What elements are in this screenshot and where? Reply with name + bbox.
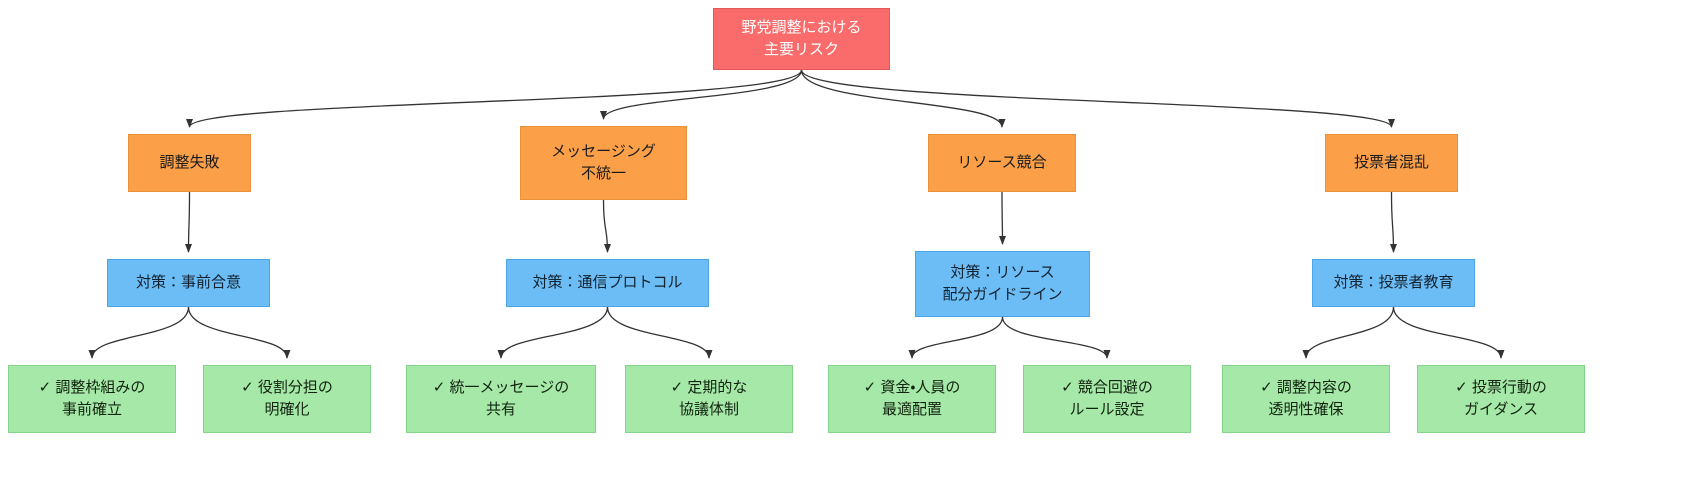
- action-node-action-role-clarification[interactable]: ✓ 役割分担の 明確化: [203, 365, 371, 433]
- edge: [908, 316, 1004, 359]
- measure-node-measure-prior-agreement[interactable]: 対策：事前合意: [107, 259, 270, 307]
- edge: [800, 69, 1006, 128]
- action-node-action-transparency[interactable]: ✓ 調整内容の 透明性確保: [1222, 365, 1390, 433]
- action-node-action-optimal-allocation[interactable]: ✓ 資金・人員の 最適配置: [828, 365, 996, 433]
- edge: [1302, 306, 1395, 359]
- edge: [800, 69, 1395, 128]
- edge: [1001, 316, 1111, 359]
- edge: [600, 69, 803, 120]
- edge: [88, 306, 190, 359]
- action-node-action-regular-consultation[interactable]: ✓ 定期的な 協議体制: [625, 365, 793, 433]
- edge: [187, 306, 291, 359]
- measure-node-measure-resource-allocation-guideline[interactable]: 対策：リソース 配分ガイドライン: [915, 251, 1090, 317]
- action-node-action-framework-establishment[interactable]: ✓ 調整枠組みの 事前確立: [8, 365, 176, 433]
- edge: [1389, 191, 1397, 253]
- edge-paths: [88, 69, 1505, 359]
- action-node-action-voting-guidance[interactable]: ✓ 投票行動の ガイダンス: [1417, 365, 1585, 433]
- risk-node-risk-resource-conflict[interactable]: リソース競合: [928, 134, 1076, 192]
- risk-node-risk-messaging-inconsistency[interactable]: メッセージング 不統一: [520, 126, 687, 200]
- measure-node-measure-voter-education[interactable]: 対策：投票者教育: [1312, 259, 1475, 307]
- edge: [602, 199, 611, 253]
- edge: [998, 191, 1006, 245]
- risk-node-risk-coordination-failure[interactable]: 調整失敗: [128, 134, 251, 192]
- edge: [1392, 306, 1505, 359]
- action-node-action-unified-message-sharing[interactable]: ✓ 統一メッセージの 共有: [406, 365, 596, 433]
- edge: [186, 69, 803, 128]
- measure-node-measure-communication-protocol[interactable]: 対策：通信プロトコル: [506, 259, 709, 307]
- edge: [606, 306, 713, 359]
- root-node[interactable]: 野党調整における 主要リスク: [713, 8, 890, 70]
- edge: [185, 191, 193, 253]
- risk-node-risk-voter-confusion[interactable]: 投票者混乱: [1325, 134, 1458, 192]
- edge: [497, 306, 609, 359]
- action-node-action-conflict-avoidance-rules[interactable]: ✓ 競合回避の ルール設定: [1023, 365, 1191, 433]
